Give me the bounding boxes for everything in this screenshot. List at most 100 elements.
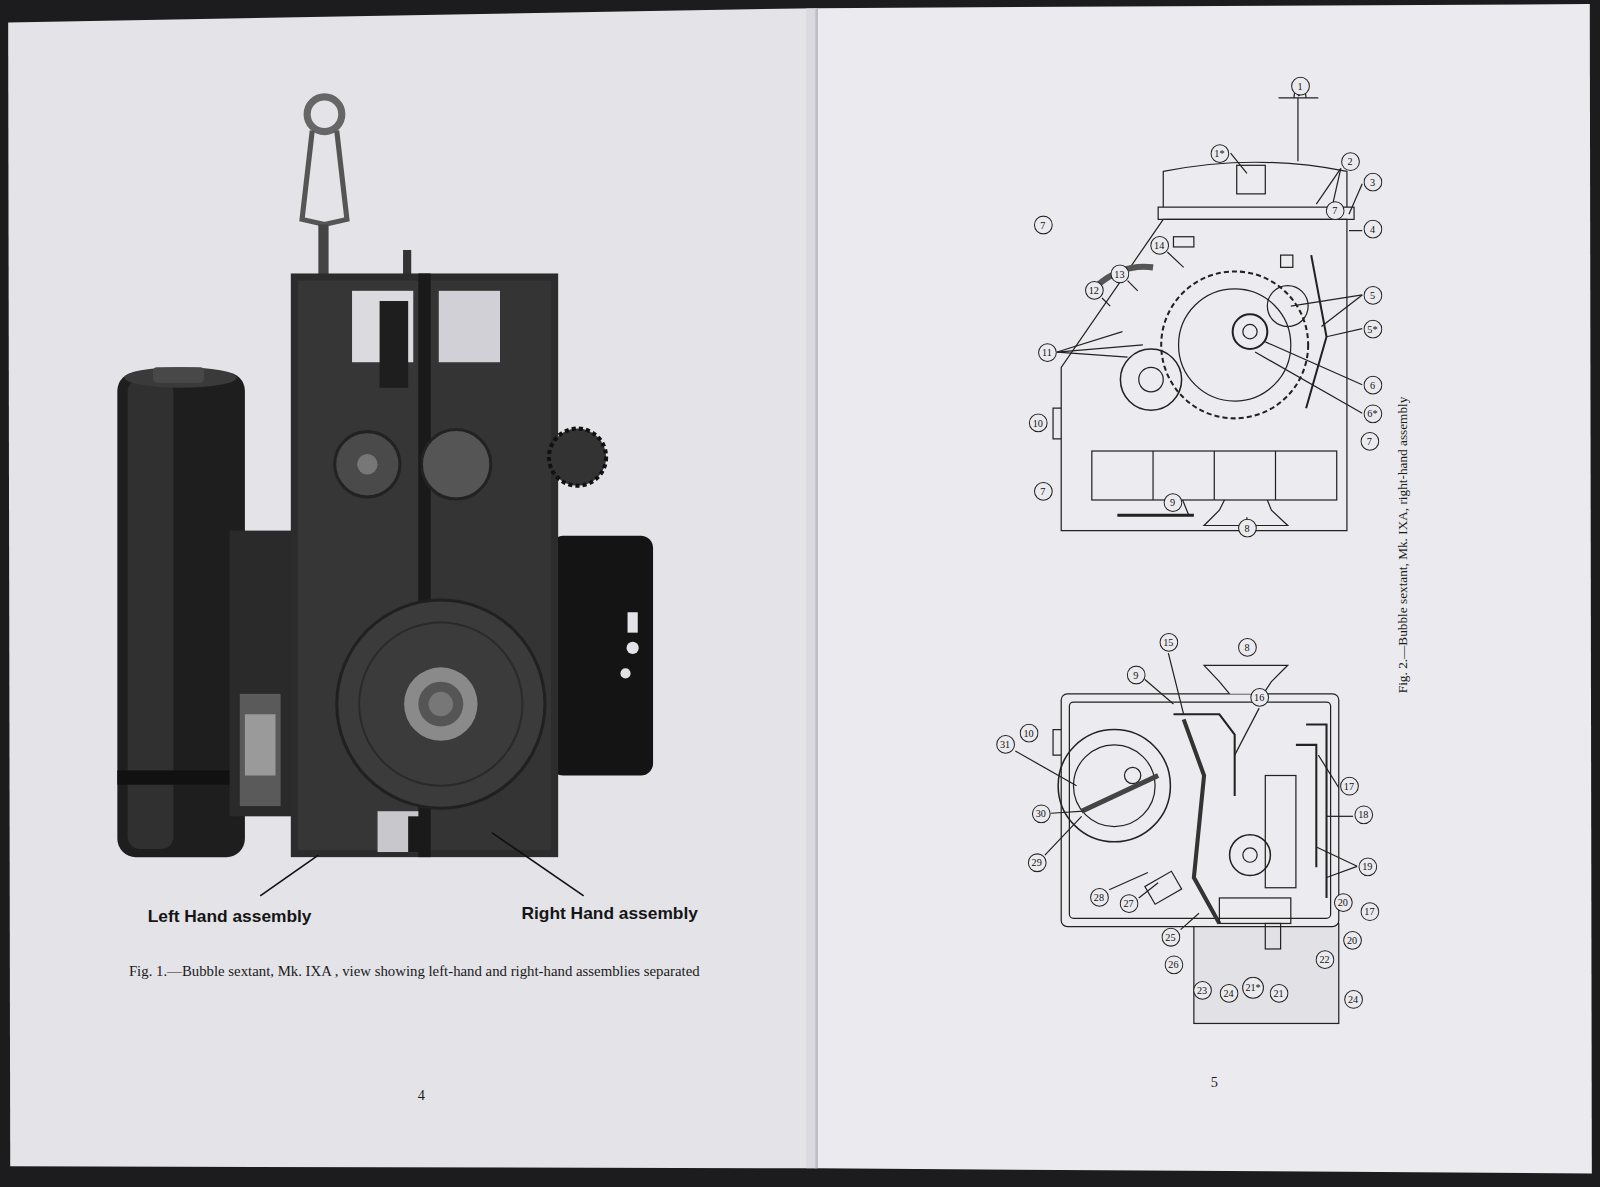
page-number: 4 <box>408 1088 435 1104</box>
callout-circle: 17 <box>1339 776 1358 795</box>
callout-circle: 17 <box>1360 902 1379 921</box>
callout-number: 10 <box>1019 723 1038 742</box>
drawing-part <box>8 8 816 1168</box>
callout-ring <box>1085 281 1103 299</box>
callout-circle: 11 <box>1037 342 1056 361</box>
callout-ring <box>1127 666 1145 684</box>
callout-circle: 2 <box>1340 152 1359 171</box>
drawing-part <box>1265 776 1296 888</box>
callout-number: 6* <box>1363 404 1382 423</box>
drawing-part <box>1057 345 1143 352</box>
callout-number: 19 <box>1358 857 1377 876</box>
callout-number: 15 <box>1159 632 1178 651</box>
drawing-part <box>1163 162 1347 209</box>
drawing-part <box>1145 680 1174 704</box>
callout-ring <box>1090 888 1108 906</box>
drawing-part <box>1183 500 1189 515</box>
drawing-part <box>1237 165 1266 194</box>
callout-circle: 24 <box>1343 989 1362 1008</box>
drawing-part <box>1255 352 1362 413</box>
drawing-part <box>1015 653 1357 1023</box>
callout-ring <box>1028 853 1046 871</box>
callout-ring <box>1150 236 1168 254</box>
callout-ring <box>1193 981 1211 999</box>
drawing-part <box>1327 816 1354 817</box>
callout-ring <box>1364 404 1382 422</box>
callout-ring <box>1291 77 1309 95</box>
part-label: Right Hand assembly <box>480 904 740 924</box>
callout-circle: 8 <box>1237 518 1256 537</box>
drawing-part <box>117 97 653 896</box>
drawing-part <box>1327 329 1363 337</box>
drawing-part <box>1279 84 1319 162</box>
drawing-part <box>549 429 606 486</box>
callout-circle: 16 <box>1249 687 1268 706</box>
drawing-part <box>1158 207 1354 219</box>
drawing-part <box>1073 745 1155 827</box>
callout-circle: 10 <box>1028 413 1047 432</box>
drawing-part <box>1058 730 1170 842</box>
callout-circle: 30 <box>1031 804 1050 823</box>
callout-ring <box>1034 482 1052 500</box>
callout-number: 8 <box>1237 637 1256 656</box>
callout-number: 31 <box>995 734 1014 753</box>
callout-circle: 24 <box>1219 983 1238 1002</box>
label-box: Left Hand assembly <box>102 907 357 927</box>
callout-ring <box>1360 432 1378 450</box>
callout-circle: 13 <box>1110 264 1129 283</box>
drawing-part <box>1082 776 1159 812</box>
callout-number: 11 <box>1037 342 1056 361</box>
callout-ring <box>1358 857 1376 875</box>
callout-number: 24 <box>1219 983 1238 1002</box>
drawing-part <box>1235 708 1259 755</box>
callout-circle: 25 <box>1161 927 1180 946</box>
drawing-part <box>1152 451 1153 500</box>
callout-circle: 12 <box>1084 280 1103 299</box>
figure-caption: Fig. 1.—Bubble sextant, Mk. IXA , view s… <box>90 961 739 980</box>
callout-circle: 15 <box>1159 632 1178 651</box>
drawing-part <box>1124 767 1140 783</box>
drawing-part <box>1243 848 1257 862</box>
callout-number: 20 <box>1342 930 1361 949</box>
callout-circle: 5 <box>1363 285 1382 304</box>
drawing-part <box>627 642 639 654</box>
callout-number: 12 <box>1084 280 1103 299</box>
callout-circle: 8 <box>1237 637 1256 656</box>
callout-circle: 31 <box>995 734 1014 753</box>
drawing-part <box>1117 514 1194 517</box>
callout-number: 24 <box>1343 989 1362 1008</box>
callout-number: 9 <box>1163 492 1182 511</box>
callout-circle: 10 <box>1019 723 1038 742</box>
callout-number: 20 <box>1333 892 1352 911</box>
drawing-part <box>1306 255 1326 408</box>
drawing-part <box>1051 811 1084 813</box>
callout-ring <box>1354 805 1372 823</box>
callout-circle: 7 <box>1360 431 1379 450</box>
callout-number: 7 <box>1033 481 1052 500</box>
callout-number: 29 <box>1027 853 1046 872</box>
callout-number: 27 <box>1119 893 1138 912</box>
callout-number: 18 <box>1354 805 1373 824</box>
callout-ring <box>1364 220 1382 238</box>
callout-circle: 6* <box>1363 404 1382 423</box>
callout-ring <box>1243 977 1264 998</box>
callout-ring <box>1038 343 1056 361</box>
drawing-part <box>1053 84 1362 531</box>
drawing-part <box>1296 724 1327 897</box>
drawing-part <box>1139 367 1163 391</box>
callout-circle: 19 <box>1358 857 1377 876</box>
callout-ring <box>1159 633 1177 651</box>
callout-circle: 1 <box>1290 76 1309 95</box>
callout-circle: 9 <box>1163 492 1182 511</box>
drawing-part <box>1275 451 1276 500</box>
drawing-part <box>1316 847 1357 866</box>
drawing-part <box>1109 872 1148 889</box>
callout-number: 10 <box>1028 413 1047 432</box>
drawing-part <box>1102 298 1110 306</box>
callout-ring <box>1250 688 1268 706</box>
drawing-part <box>380 301 409 388</box>
drawing-part <box>1219 898 1290 924</box>
drawing-part <box>1179 289 1291 401</box>
callout-circle: 1* <box>1210 143 1229 162</box>
drawing-part <box>230 531 301 817</box>
